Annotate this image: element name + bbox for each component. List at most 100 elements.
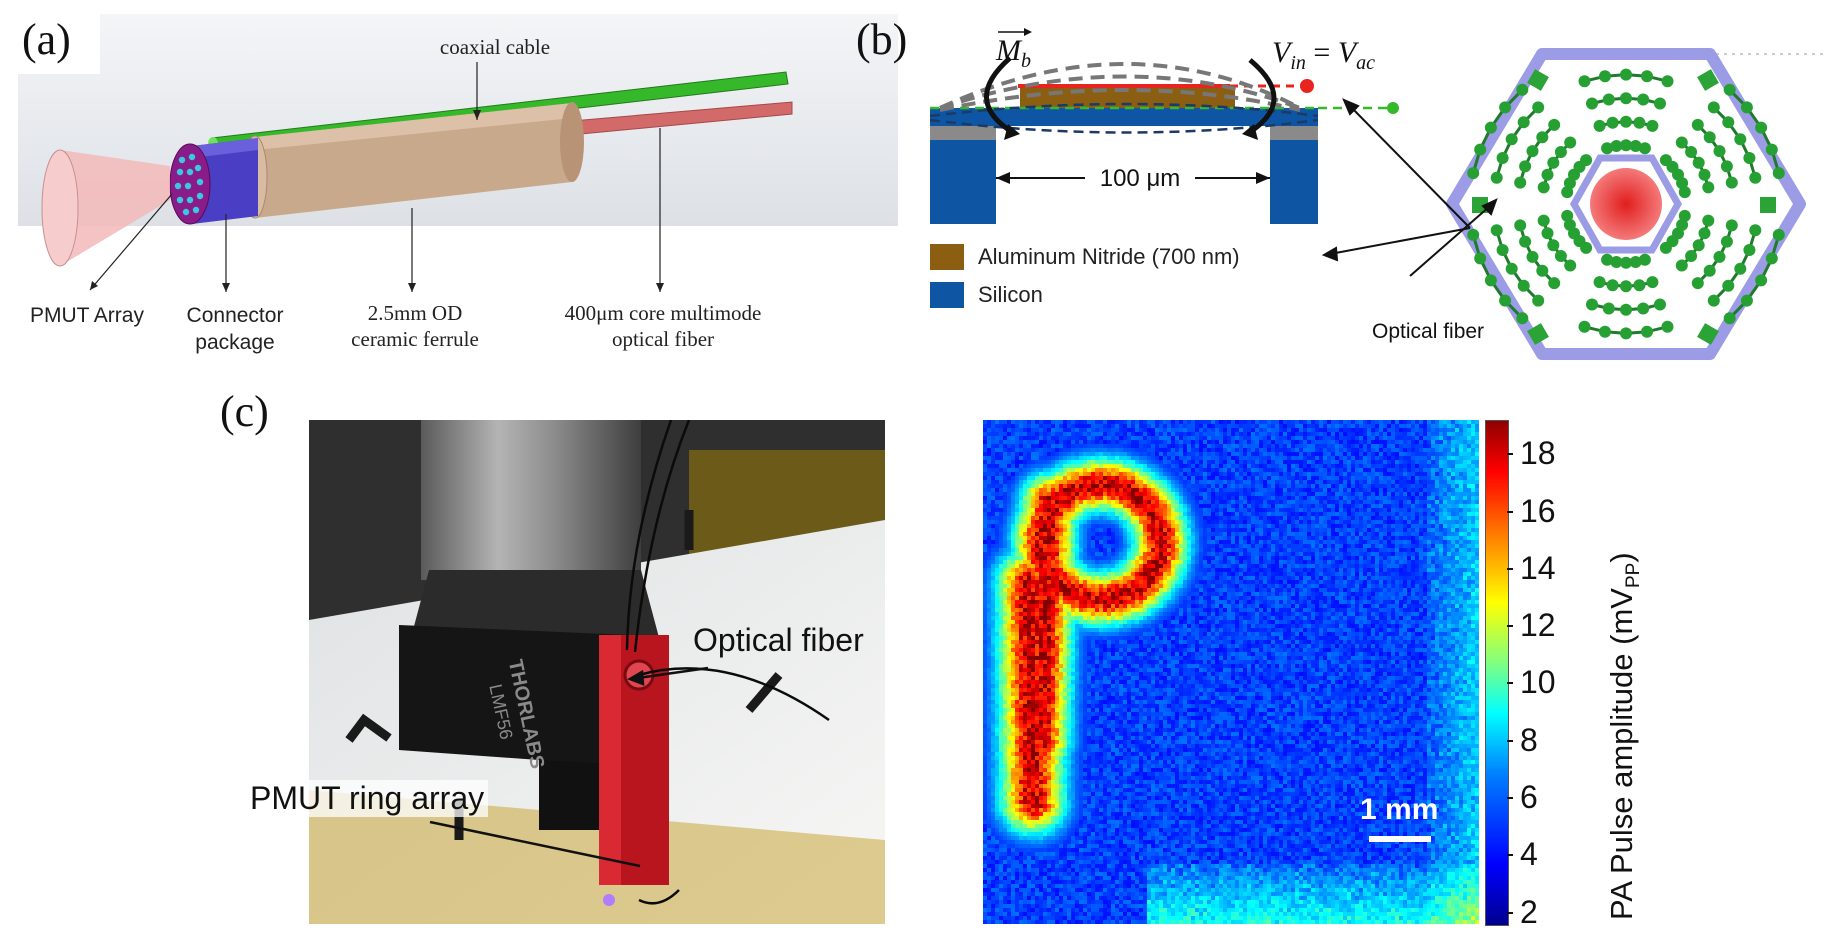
hexagonal-array-diagram bbox=[1446, 48, 1826, 360]
pmut-element-dot bbox=[1532, 294, 1545, 307]
pmut-element-dot bbox=[1564, 259, 1577, 272]
pmut-element-dot bbox=[1578, 75, 1591, 88]
pmut-element-dot bbox=[1536, 264, 1549, 277]
pmut-element-dot bbox=[1490, 171, 1503, 184]
legend-item-aln: Aluminum Nitride (700 nm) bbox=[930, 244, 1240, 270]
pmut-element-dot bbox=[1564, 136, 1577, 149]
pmut-element-dot bbox=[1654, 298, 1666, 311]
ferrule-label-line1: 2.5mm OD bbox=[367, 301, 463, 325]
legend-label-silicon: Silicon bbox=[978, 282, 1043, 307]
moment-subscript: b bbox=[1021, 50, 1031, 72]
ferrule-label-line2: ceramic ferrule bbox=[351, 327, 479, 352]
voltage-in-symbol: V bbox=[1272, 36, 1291, 69]
pmut-element-dot bbox=[1490, 224, 1503, 237]
pmut-element-dot bbox=[1606, 116, 1619, 129]
pmut-element-dot bbox=[1548, 118, 1561, 131]
optical-fiber-core bbox=[1590, 168, 1662, 240]
pmut-element-dot bbox=[1606, 279, 1619, 292]
colorbar bbox=[1485, 420, 1509, 926]
pmut-element-dot bbox=[1629, 140, 1642, 152]
pmut-element-dot bbox=[1725, 219, 1738, 232]
pmut-element-dot bbox=[1537, 181, 1550, 194]
fiber-label-line1: 400μm core multimode bbox=[564, 301, 762, 325]
pmut-element-dot bbox=[1765, 143, 1778, 156]
setup-photo-art: THORLABS LMF56 bbox=[309, 420, 885, 924]
voltage-in-subscript: in bbox=[1290, 52, 1306, 74]
moment-symbol: M bbox=[996, 34, 1021, 67]
pmut-element-dot bbox=[1740, 294, 1753, 307]
pmut-element-dot bbox=[1707, 294, 1720, 307]
pmut-element-dot bbox=[1638, 142, 1651, 155]
legend-item-silicon: Silicon bbox=[930, 282, 1240, 308]
colorbar-tick bbox=[1507, 854, 1513, 857]
pmut-element-dot bbox=[1526, 145, 1539, 158]
pmut-element-dot bbox=[1641, 325, 1653, 338]
colorbar-tick-label: 14 bbox=[1520, 549, 1556, 586]
material-legend: Aluminum Nitride (700 nm) Silicon bbox=[930, 244, 1240, 308]
pmut-element-dot bbox=[1505, 133, 1518, 146]
colorbar-tick-label: 6 bbox=[1520, 779, 1538, 815]
pmut-element-dot bbox=[1563, 218, 1576, 231]
pmut-element-dot bbox=[1536, 131, 1549, 144]
voltage-ac-symbol: V bbox=[1337, 36, 1357, 69]
pmut-element-dot bbox=[1578, 320, 1591, 333]
pmut-element-dot bbox=[1586, 298, 1598, 311]
pmut-element-dot bbox=[1707, 101, 1720, 114]
pmut-element-dot bbox=[1561, 209, 1574, 222]
pmut-element-dot bbox=[1519, 160, 1532, 173]
colorbar-tick bbox=[1507, 510, 1513, 513]
dimension-label: 100 μm bbox=[1085, 163, 1195, 195]
pmut-element-dot bbox=[1698, 168, 1711, 181]
pmut-element-dot bbox=[1610, 140, 1623, 152]
pmut-element-dot bbox=[1641, 70, 1653, 83]
scale-bar-label: 1 mm bbox=[1360, 793, 1439, 826]
pmut-element-dot bbox=[1698, 227, 1711, 240]
colorbar-tick bbox=[1507, 911, 1513, 914]
pmut-element-dot bbox=[1646, 119, 1659, 132]
pmut-element-dot bbox=[1685, 250, 1698, 262]
colorbar-label-sub: PP bbox=[1623, 562, 1645, 589]
voltage-equation: Vin = Vac bbox=[1272, 36, 1376, 74]
pmut-element-dot bbox=[1620, 327, 1632, 340]
pmut-element-dot bbox=[1691, 277, 1704, 290]
pmut-element-dot bbox=[1620, 280, 1632, 293]
pmut-element-dot bbox=[1541, 227, 1554, 240]
pmut-element-dot bbox=[1702, 181, 1715, 194]
colorbar-tick bbox=[1507, 453, 1513, 456]
pmut-element-dot bbox=[1720, 235, 1733, 248]
pmut-element-dot bbox=[1740, 101, 1753, 114]
pmut-element-dot bbox=[1633, 116, 1646, 129]
moment-arrow-left bbox=[984, 56, 1014, 135]
lens-tube bbox=[421, 420, 641, 580]
pmut-element-dot bbox=[1620, 256, 1632, 269]
pmut-element-dot bbox=[1675, 136, 1688, 149]
pmut-element-dot bbox=[1496, 244, 1509, 256]
pmut-element-dot bbox=[1676, 177, 1689, 190]
pmut-element-dot bbox=[1734, 262, 1747, 275]
silicon-membrane bbox=[930, 108, 1318, 126]
pmut-element-dot bbox=[1659, 241, 1672, 254]
bending-moment-label: Mb bbox=[996, 34, 1031, 73]
pmut-element-dot bbox=[1532, 101, 1545, 114]
pmut-element-dot bbox=[1499, 294, 1512, 307]
pmut-element-dot bbox=[1601, 142, 1614, 155]
pmut-element-dot bbox=[1496, 152, 1509, 164]
inner-hexagon bbox=[1569, 154, 1683, 254]
pmut-element-dot bbox=[1691, 118, 1704, 131]
connector-label-line1: Connector bbox=[186, 304, 284, 327]
fiber-label-line2: optical fiber bbox=[611, 327, 715, 352]
pmut-element-dot bbox=[1610, 256, 1623, 268]
pmut-element-dot bbox=[1554, 146, 1567, 158]
setup-photo: THORLABS LMF56 bbox=[309, 420, 885, 924]
pmut-element-dot bbox=[1678, 186, 1691, 199]
pmut-element-dot bbox=[1678, 209, 1691, 222]
pmut-element-dot bbox=[1723, 312, 1736, 325]
legend-label-aln: Aluminum Nitride (700 nm) bbox=[978, 244, 1240, 269]
panel-a-tab bbox=[18, 14, 100, 74]
connector-package bbox=[192, 138, 258, 224]
colorbar-tick bbox=[1507, 625, 1513, 628]
colorbar-tick-label: 16 bbox=[1520, 492, 1556, 529]
pmut-element-dot bbox=[1661, 320, 1674, 333]
pmut-element-dot bbox=[1484, 121, 1497, 134]
